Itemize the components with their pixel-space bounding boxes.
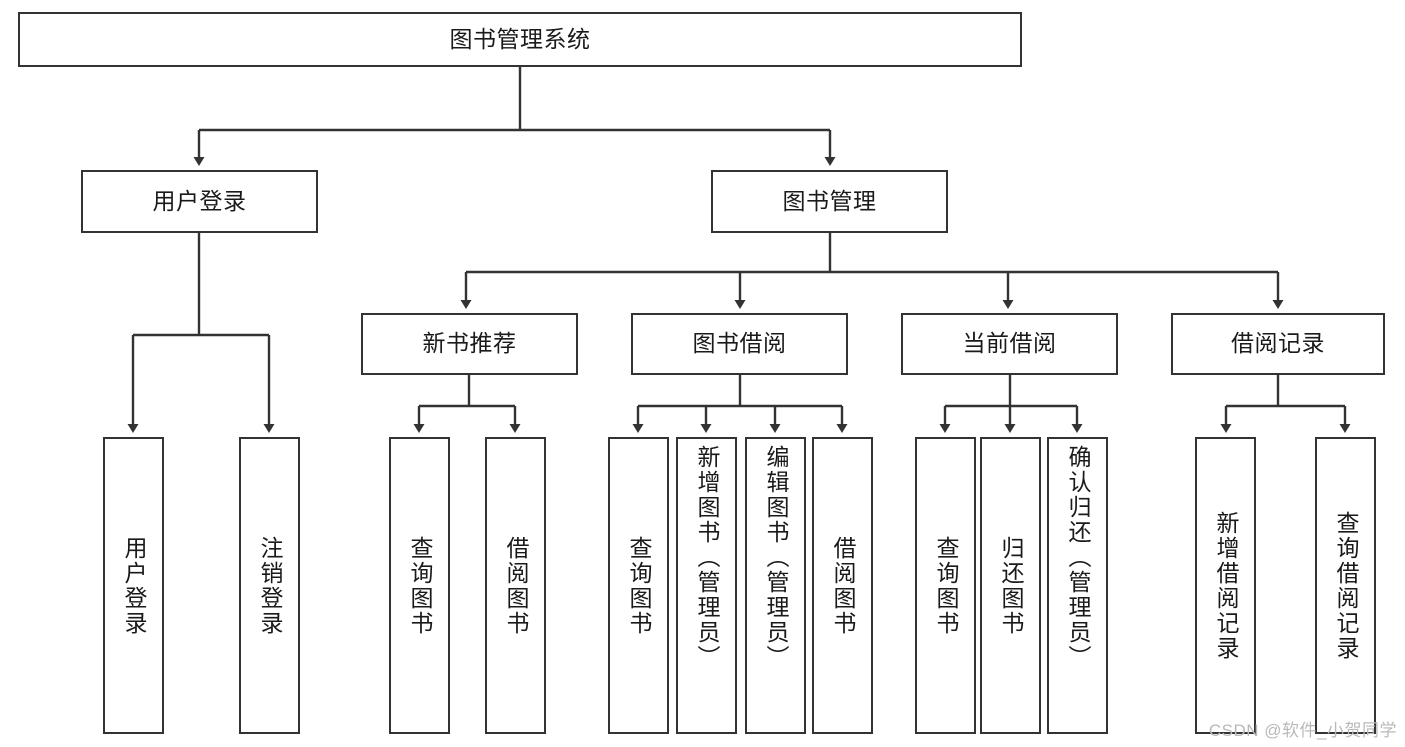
node-book-borrow[interactable]: 图书借阅 <box>631 313 848 375</box>
leaf-book-borrow-edit-label: 编辑图书（管理员） <box>763 445 789 670</box>
leaf-book-borrow-add[interactable]: 新增图书（管理员） <box>676 437 737 734</box>
node-user-login-label: 用户登录 <box>152 187 247 214</box>
leaf-new-book-borrow-label: 借阅图书 <box>503 535 529 636</box>
leaf-borrow-record-add[interactable]: 新增借阅记录 <box>1195 437 1256 734</box>
leaf-new-book-borrow[interactable]: 借阅图书 <box>485 437 546 734</box>
node-root[interactable]: 图书管理系统 <box>18 12 1022 67</box>
leaf-current-borrow-return[interactable]: 归还图书 <box>980 437 1041 734</box>
leaf-book-borrow-query[interactable]: 查询图书 <box>608 437 669 734</box>
leaf-current-borrow-query[interactable]: 查询图书 <box>915 437 976 734</box>
node-borrow-record[interactable]: 借阅记录 <box>1171 313 1385 375</box>
leaf-current-borrow-query-label: 查询图书 <box>933 535 959 636</box>
leaf-book-borrow-add-label: 新增图书（管理员） <box>694 445 720 670</box>
node-borrow-record-label: 借阅记录 <box>1231 330 1325 357</box>
leaf-book-borrow-borrow[interactable]: 借阅图书 <box>812 437 873 734</box>
node-new-book-recommend-label: 新书推荐 <box>422 330 517 357</box>
leaf-borrow-record-query[interactable]: 查询借阅记录 <box>1315 437 1376 734</box>
leaf-new-book-query-label: 查询图书 <box>407 535 433 636</box>
leaf-new-book-query[interactable]: 查询图书 <box>389 437 450 734</box>
leaf-user-login-signin-label: 用户登录 <box>121 535 147 636</box>
node-root-label: 图书管理系统 <box>449 25 591 52</box>
leaf-user-login-signin[interactable]: 用户登录 <box>103 437 164 734</box>
node-current-borrow[interactable]: 当前借阅 <box>901 313 1118 375</box>
leaf-borrow-record-query-label: 查询借阅记录 <box>1333 510 1359 661</box>
leaf-book-borrow-borrow-label: 借阅图书 <box>830 535 856 636</box>
leaf-user-login-signout[interactable]: 注销登录 <box>239 437 300 734</box>
leaf-current-borrow-return-label: 归还图书 <box>998 535 1024 636</box>
leaf-book-borrow-query-label: 查询图书 <box>626 535 652 636</box>
node-book-management-label: 图书管理 <box>782 187 877 214</box>
node-book-management[interactable]: 图书管理 <box>711 170 948 233</box>
node-new-book-recommend[interactable]: 新书推荐 <box>361 313 578 375</box>
leaf-current-borrow-confirm[interactable]: 确认归还（管理员） <box>1047 437 1108 734</box>
leaf-user-login-signout-label: 注销登录 <box>257 535 283 636</box>
leaf-book-borrow-edit[interactable]: 编辑图书（管理员） <box>745 437 806 734</box>
leaf-current-borrow-confirm-label: 确认归还（管理员） <box>1065 445 1091 670</box>
node-user-login[interactable]: 用户登录 <box>81 170 318 233</box>
node-book-borrow-label: 图书借阅 <box>692 330 787 357</box>
leaf-borrow-record-add-label: 新增借阅记录 <box>1213 510 1239 661</box>
csdn-watermark: CSDN @软件_小贺同学 <box>1208 721 1397 740</box>
node-current-borrow-label: 当前借阅 <box>962 330 1057 357</box>
